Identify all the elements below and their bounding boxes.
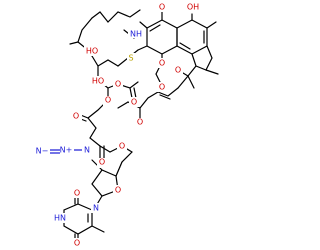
label-o-ester1: O xyxy=(105,96,111,105)
label-o-top: O xyxy=(159,3,165,12)
label-oh-top: OH xyxy=(187,3,199,12)
label-o-pyrim2: O xyxy=(74,239,80,248)
label-nh: NH xyxy=(130,30,142,39)
label-o-ring2: O xyxy=(159,83,165,92)
label-o-furan: O xyxy=(159,59,165,68)
label-ho-1: HO xyxy=(86,47,98,56)
label-o-ester3: O xyxy=(119,142,125,151)
label-azide-n2: N+ xyxy=(60,146,73,155)
label-s: S xyxy=(128,54,133,63)
label-n-pyrim: N xyxy=(93,204,99,213)
label-o-methoxy: O xyxy=(137,118,143,127)
label-hn-pyrim: HN xyxy=(54,214,66,223)
label-o-ring: O xyxy=(175,66,181,75)
label-o-carbonyl1: O xyxy=(131,98,137,107)
furan-ring-bonds xyxy=(177,45,219,89)
label-o-pyrim1: O xyxy=(74,189,80,198)
enol-ether-chain-bonds xyxy=(117,87,179,121)
label-o-carbonyl2: O xyxy=(73,112,79,121)
label-ho-2: HO xyxy=(92,77,104,86)
label-o-acetoxy: O xyxy=(115,80,121,89)
label-o-sugar: O xyxy=(115,186,121,195)
chemical-structure-diagram: O OH NH HO HO S O O O O O O O O O O O xyxy=(36,2,219,248)
label-azide-n1: N xyxy=(84,146,90,155)
atom-labels: O OH NH HO HO S O O O O O O O O O O O xyxy=(36,2,202,248)
label-azide-n3: N− xyxy=(36,147,49,156)
label-o-carbonyl3: O xyxy=(99,158,105,167)
